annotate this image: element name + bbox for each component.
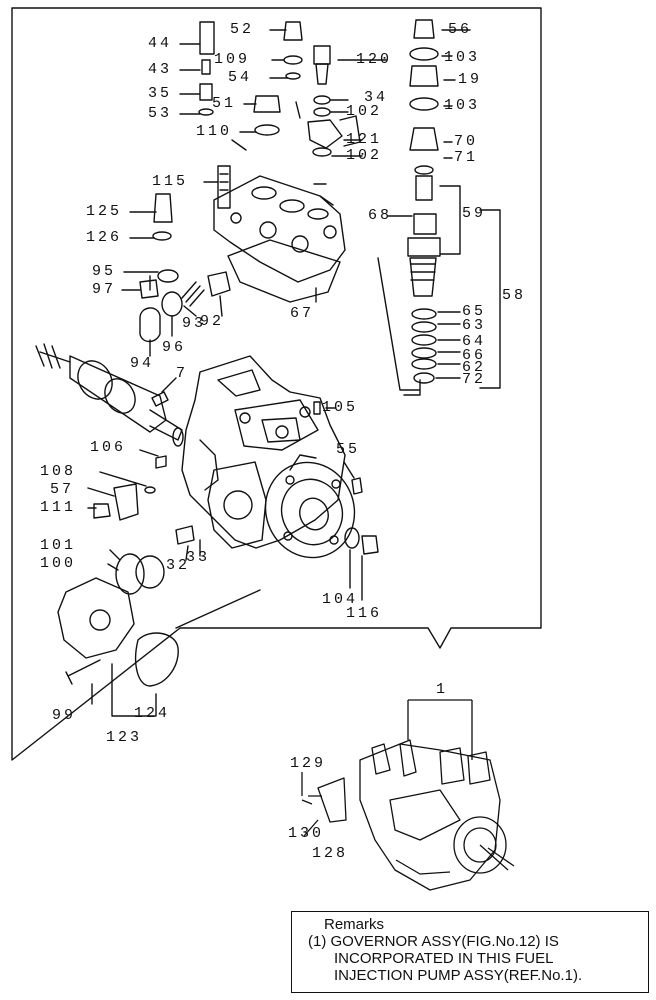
callout-65: 65 <box>462 303 487 320</box>
callout-19: 19 <box>458 71 483 88</box>
bolt-125 <box>153 193 173 223</box>
callout-7: 7 <box>176 365 189 382</box>
callout-32: 32 <box>166 557 191 574</box>
callout-125: 125 <box>86 203 123 220</box>
callout-57: 57 <box>50 481 75 498</box>
washer-126 <box>152 231 172 241</box>
callout-110: 110 <box>196 123 233 140</box>
callout-121: 121 <box>346 131 383 148</box>
callout-128: 128 <box>312 845 349 862</box>
ring-96 <box>161 291 183 317</box>
remarks-line-2: INCORPORATED IN THIS FUEL <box>334 950 554 967</box>
fitting-32 <box>175 525 195 545</box>
cap-94 <box>139 307 161 343</box>
callout-35: 35 <box>148 85 173 102</box>
callout-55: 55 <box>336 441 361 458</box>
callout-44: 44 <box>148 35 173 52</box>
callout-130: 130 <box>288 825 325 842</box>
remarks-title: Remarks <box>324 916 385 933</box>
plug-97 <box>139 279 159 299</box>
callout-63: 63 <box>462 317 487 334</box>
callout-115: 115 <box>152 173 189 190</box>
callout-100: 100 <box>40 555 77 572</box>
callout-108: 108 <box>40 463 77 480</box>
camshaft <box>35 343 184 447</box>
plunger-assembly <box>407 127 441 384</box>
callout-94: 94 <box>130 355 155 372</box>
callout-33: 33 <box>186 549 211 566</box>
callout-104: 104 <box>322 591 359 608</box>
callout-68: 68 <box>368 207 393 224</box>
callout-103a: 103 <box>444 49 481 66</box>
gasket-124 <box>134 632 179 687</box>
pin-55 <box>351 477 363 495</box>
callout-66: 66 <box>462 347 487 364</box>
head-gasket <box>227 239 341 303</box>
callout-123: 123 <box>106 729 143 746</box>
callout-92: 92 <box>200 313 225 330</box>
callout-1: 1 <box>436 681 449 698</box>
drive-flange <box>264 461 356 559</box>
callout-129: 129 <box>290 755 327 772</box>
callout-34: 34 <box>364 89 389 106</box>
callout-102b: 102 <box>346 147 383 164</box>
inset-pump-assembly <box>301 699 515 891</box>
callout-116: 116 <box>346 605 383 622</box>
callout-106: 106 <box>90 439 127 456</box>
sleeve-92 <box>207 271 231 297</box>
delivery-valve-head <box>213 175 346 283</box>
feed-pump <box>57 553 165 659</box>
callout-54: 54 <box>228 69 253 86</box>
callout-62: 62 <box>462 359 487 376</box>
callout-56: 56 <box>448 21 473 38</box>
callout-43: 43 <box>148 61 173 78</box>
bolt-115 <box>217 165 231 209</box>
callout-59: 59 <box>462 205 487 222</box>
callout-120: 120 <box>356 51 393 68</box>
callout-53: 53 <box>148 105 173 122</box>
callout-96: 96 <box>162 339 187 356</box>
callout-95: 95 <box>92 263 117 280</box>
spring-93 <box>181 281 205 307</box>
callout-67: 67 <box>290 305 315 322</box>
callout-58: 58 <box>502 287 527 304</box>
pin-106 <box>155 455 167 469</box>
exploded-view-frame <box>11 7 542 761</box>
washer-95 <box>157 269 179 283</box>
side-gasket <box>207 461 267 549</box>
callout-64: 64 <box>462 333 487 350</box>
top-left-fittings <box>198 21 303 136</box>
oring-108 <box>144 486 156 494</box>
bolt-99 <box>65 659 101 685</box>
top-right-fittings <box>409 19 439 111</box>
callout-71: 71 <box>454 149 479 166</box>
callout-51: 51 <box>212 95 237 112</box>
bolt-111 <box>93 503 111 519</box>
banjo-fitting <box>307 45 361 157</box>
callout-124: 124 <box>134 705 171 722</box>
callout-109: 109 <box>214 51 251 68</box>
callout-101: 101 <box>40 537 77 554</box>
callout-126: 126 <box>86 229 123 246</box>
remarks-line-1: (1) GOVERNOR ASSY(FIG.No.12) IS <box>308 933 559 950</box>
callout-97: 97 <box>92 281 117 298</box>
plate-57 <box>113 483 139 521</box>
callout-70: 70 <box>454 133 479 150</box>
woodruff-key <box>151 391 169 407</box>
callout-93: 93 <box>182 315 207 332</box>
callout-72: 72 <box>462 371 487 388</box>
nut-116 <box>361 535 379 555</box>
callout-102a: 102 <box>346 103 383 120</box>
pin-105 <box>313 401 321 415</box>
callout-105: 105 <box>322 399 359 416</box>
remarks-line-3: INJECTION PUMP ASSY(REF.No.1). <box>334 967 583 984</box>
leader-lines <box>87 29 501 717</box>
callout-103b: 103 <box>444 97 481 114</box>
callout-111: 111 <box>40 499 77 516</box>
callout-52: 52 <box>230 21 255 38</box>
washer-104 <box>344 527 360 549</box>
remarks-box: Remarks (1) GOVERNOR ASSY(FIG.No.12) IS … <box>291 911 649 993</box>
callout-99: 99 <box>52 707 77 724</box>
